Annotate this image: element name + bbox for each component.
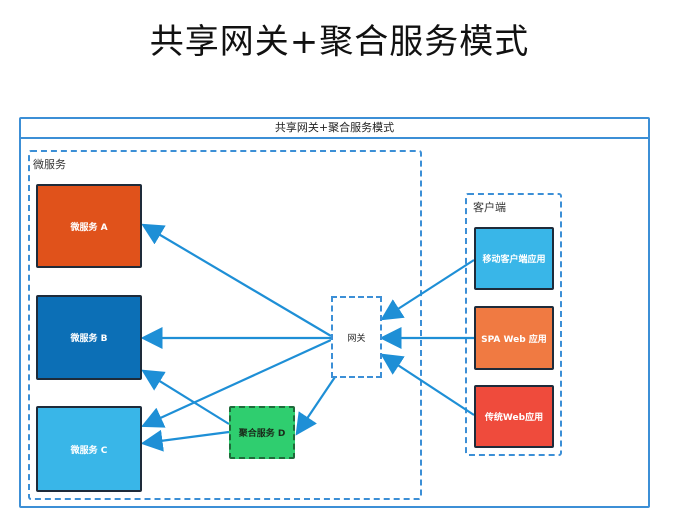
gateway-box[interactable]: 网关 xyxy=(331,296,382,378)
diagram-frame-title: 共享网关+聚合服务模式 xyxy=(19,117,650,139)
service-a-box[interactable]: 微服务 A xyxy=(36,184,142,268)
clients-group xyxy=(465,193,562,456)
arrow-aggregator-to-service-c xyxy=(140,429,230,452)
arrow-gateway-to-service-a xyxy=(141,223,332,337)
page-title: 共享网关+聚合服务模式 xyxy=(149,22,530,62)
aggregator-box[interactable]: 聚合服务 D xyxy=(229,406,295,459)
arrow-aggregator-to-service-b xyxy=(141,369,230,425)
service-b-box[interactable]: 微服务 B xyxy=(36,295,142,380)
arrow-mobile-to-gateway xyxy=(380,259,475,321)
clients-group-label: 客户端 xyxy=(473,201,506,214)
microservices-group xyxy=(28,150,422,500)
arrow-gateway-to-aggregator xyxy=(295,376,336,436)
client-mobile-box[interactable]: 移动客户端应用 xyxy=(474,227,554,290)
diagram-frame xyxy=(19,117,650,508)
service-c-box[interactable]: 微服务 C xyxy=(36,406,142,492)
client-web-box[interactable]: 传统Web应用 xyxy=(474,385,554,448)
arrow-web-to-gateway xyxy=(380,353,475,416)
microservices-group-label: 微服务 xyxy=(33,158,66,171)
arrow-gateway-to-service-c xyxy=(140,338,332,428)
client-spa-box[interactable]: SPA Web 应用 xyxy=(474,306,554,370)
